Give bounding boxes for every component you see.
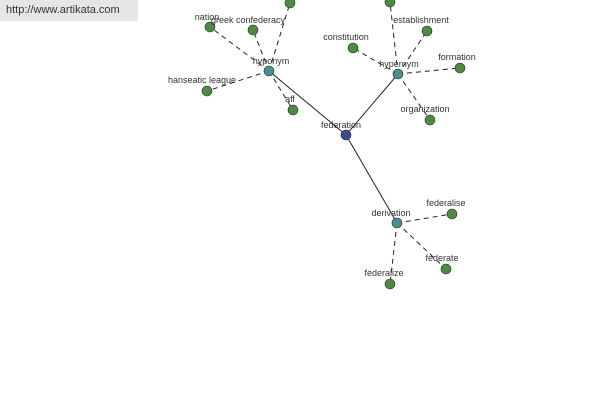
term-node-federate[interactable]	[440, 263, 452, 275]
relation-node-derivation[interactable]	[391, 217, 403, 229]
edge-federation-hypernym	[345, 73, 399, 136]
term-label-hanseatic-league[interactable]: hanseatic league	[168, 75, 236, 85]
term-label-aff[interactable]: aff	[285, 94, 295, 104]
edge-hyponym-greek-confederacy	[252, 29, 270, 72]
graph-edges	[206, 1, 461, 285]
edge-hyponym-hanseatic-league	[206, 70, 270, 92]
term-node-establishment[interactable]	[421, 25, 433, 37]
term-node-hanseatic-league[interactable]	[201, 85, 213, 97]
term-label-nation[interactable]: nation	[195, 12, 220, 22]
edge-derivation-federate	[396, 222, 447, 270]
term-node-greek-confederacy[interactable]	[247, 24, 259, 36]
term-node-federalise[interactable]	[446, 208, 458, 220]
edge-hyponym-nation	[209, 26, 270, 72]
root-node-federation[interactable]	[340, 129, 352, 141]
term-node-nation[interactable]	[204, 21, 216, 33]
relation-label-hyponym[interactable]: hyponym	[253, 56, 290, 66]
edge-hypernym-formation	[397, 67, 461, 75]
term-label-formation[interactable]: formation	[438, 52, 476, 62]
edge-federation-hyponym	[268, 70, 347, 136]
edge-hyponym-aff	[268, 70, 294, 111]
term-node-hyponym-offscreen[interactable]	[284, 0, 296, 9]
term-node-aff[interactable]	[287, 104, 299, 116]
site-url-banner[interactable]: http://www.artikata.com	[0, 0, 138, 21]
edge-federation-derivation	[345, 134, 398, 224]
graph-nodes	[201, 0, 466, 290]
edge-derivation-federalize	[389, 222, 398, 285]
term-node-constitution[interactable]	[347, 42, 359, 54]
term-node-formation[interactable]	[454, 62, 466, 74]
term-node-federalize[interactable]	[384, 278, 396, 290]
term-label-establishment[interactable]: establishment	[393, 15, 449, 25]
term-node-organization[interactable]	[424, 114, 436, 126]
term-label-constitution[interactable]: constitution	[323, 32, 369, 42]
term-label-federalize[interactable]: federalize	[364, 268, 403, 278]
edge-hypernym-hypernym-offscreen	[389, 1, 399, 75]
relation-label-hypernym[interactable]: hypernym	[379, 59, 419, 69]
term-label-organization[interactable]: organization	[400, 104, 449, 114]
relation-node-hypernym[interactable]	[392, 68, 404, 80]
term-label-federate[interactable]: federate	[425, 253, 458, 263]
graph-labels: federation hyponym hypernym derivation natio…	[168, 12, 476, 278]
term-label-federalise[interactable]: federalise	[426, 198, 465, 208]
relation-label-derivation[interactable]: derivation	[371, 208, 410, 218]
term-label-greek-confederacy[interactable]: greek confederacy	[211, 15, 286, 25]
relation-node-hyponym[interactable]	[263, 65, 275, 77]
term-node-hypernym-offscreen[interactable]	[384, 0, 396, 8]
edge-hyponym-hyponym-offscreen	[268, 2, 291, 72]
root-label-federation[interactable]: federation	[321, 120, 361, 130]
edge-derivation-federalise	[396, 213, 453, 224]
edge-hypernym-organization	[397, 73, 431, 121]
